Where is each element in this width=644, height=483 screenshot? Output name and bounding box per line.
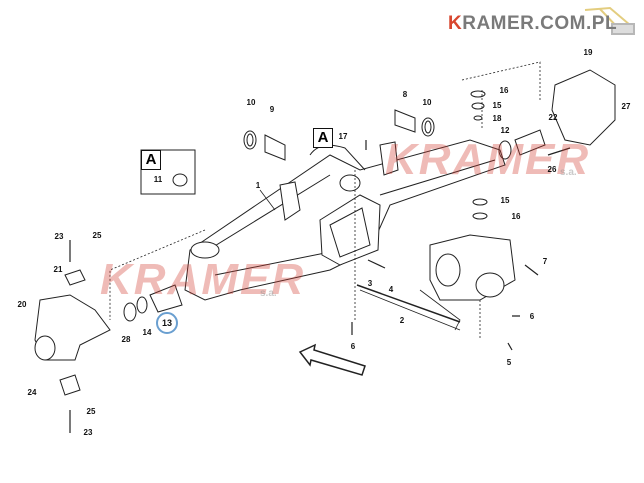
part-label[interactable]: 11 bbox=[153, 175, 163, 184]
bracket-19 bbox=[551, 69, 616, 146]
part-label[interactable]: 26 bbox=[547, 165, 557, 174]
part-label[interactable]: 21 bbox=[53, 265, 63, 274]
part-label[interactable]: 16 bbox=[511, 212, 521, 221]
part-label[interactable]: 14 bbox=[142, 328, 152, 337]
brand-suffix-right: s.a. bbox=[560, 167, 577, 178]
part-label[interactable]: 7 bbox=[542, 257, 548, 266]
part-label[interactable]: 10 bbox=[246, 98, 256, 107]
part-label[interactable]: 25 bbox=[92, 231, 102, 240]
detail-ref-a-label: A bbox=[313, 128, 333, 148]
part-label[interactable]: 20 bbox=[17, 300, 27, 309]
part-label[interactable]: 10 bbox=[422, 98, 432, 107]
part-label[interactable]: 15 bbox=[500, 196, 510, 205]
part-label[interactable]: 18 bbox=[492, 114, 502, 123]
part-label[interactable]: 27 bbox=[621, 102, 631, 111]
part-label[interactable]: 9 bbox=[269, 105, 275, 114]
part-label[interactable]: 6 bbox=[350, 342, 356, 351]
part-label[interactable]: 1 bbox=[255, 181, 261, 190]
brand-suffix-left: s.a. bbox=[260, 288, 277, 299]
part-label[interactable]: 23 bbox=[83, 428, 93, 437]
part-label[interactable]: 2 bbox=[399, 316, 405, 325]
part-label-highlighted[interactable]: 13 bbox=[156, 312, 178, 334]
part-label[interactable]: 17 bbox=[338, 132, 348, 141]
part-label[interactable]: 5 bbox=[506, 358, 512, 367]
watermark-site: RAMER.COM.PL bbox=[462, 13, 618, 34]
site-watermark: KRAMER.COM.PL bbox=[448, 13, 617, 35]
direction-arrow-icon bbox=[298, 343, 366, 376]
part-label[interactable]: 4 bbox=[388, 285, 394, 294]
brand-watermark-left: KRAMER bbox=[100, 255, 306, 304]
part-label[interactable]: 23 bbox=[54, 232, 64, 241]
bolts bbox=[69, 140, 571, 433]
part-label[interactable]: 24 bbox=[27, 388, 37, 397]
part-label[interactable]: 12 bbox=[500, 126, 510, 135]
part-label[interactable]: 28 bbox=[121, 335, 131, 344]
part-label[interactable]: 6 bbox=[529, 312, 535, 321]
bushings bbox=[123, 90, 546, 322]
part-label[interactable]: 22 bbox=[548, 113, 558, 122]
part-label[interactable]: 3 bbox=[367, 279, 373, 288]
part-label[interactable]: 19 bbox=[583, 48, 593, 57]
brand-watermark-right: KRAMER bbox=[385, 135, 591, 184]
part-label[interactable]: 16 bbox=[499, 86, 509, 95]
detail-box-a-label: A bbox=[141, 150, 161, 170]
part-label[interactable]: 15 bbox=[492, 101, 502, 110]
excavator-logo-icon bbox=[584, 6, 635, 35]
part-label[interactable]: 25 bbox=[86, 407, 96, 416]
watermark-k: K bbox=[448, 13, 463, 34]
part-label[interactable]: 8 bbox=[402, 90, 408, 99]
